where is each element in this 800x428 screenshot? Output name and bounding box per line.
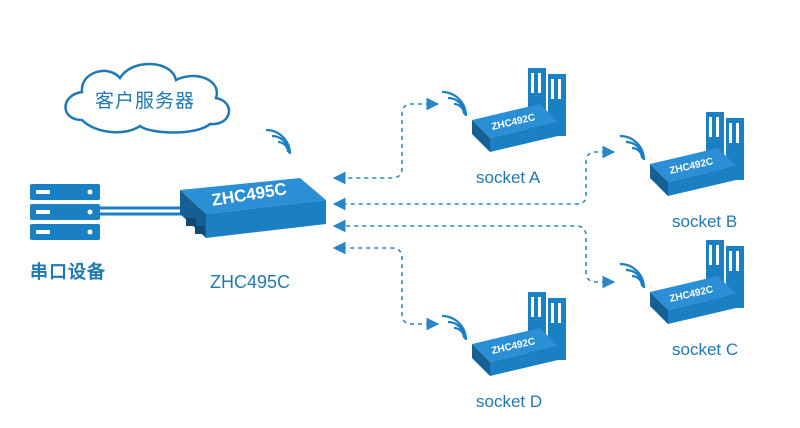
socket-c-wifi-icon: [618, 262, 646, 290]
link-socket-c: [332, 219, 616, 289]
hub-device-icon: ZHC495C: [180, 178, 326, 238]
link-socket-b: [332, 145, 616, 211]
socket-b-label: socket B: [672, 212, 738, 231]
socket-d-wifi-icon: [440, 314, 468, 342]
socket-c-device: ZHC492C: [650, 240, 744, 324]
serial-device-icon: [30, 184, 100, 240]
socket-c-label: socket C: [672, 340, 739, 359]
socket-a-device: ZHC492C: [472, 68, 566, 152]
cloud-server-label: 客户服务器: [95, 90, 196, 112]
link-socket-a: [332, 97, 440, 185]
serial-cable: [100, 206, 185, 216]
socket-a-label: socket A: [476, 168, 541, 187]
socket-b-wifi-icon: [618, 134, 646, 162]
socket-d-label: socket D: [476, 392, 543, 411]
hub-wifi-icon: [264, 128, 292, 156]
socket-d-device: ZHC492C: [472, 292, 566, 376]
serial-device-label: 串口设备: [30, 262, 106, 283]
socket-b-device: ZHC492C: [650, 112, 744, 196]
cloud-server-icon: [64, 62, 231, 134]
socket-a-wifi-icon: [440, 90, 468, 118]
link-socket-d: [332, 241, 440, 331]
hub-label: ZHC495C: [210, 272, 291, 292]
